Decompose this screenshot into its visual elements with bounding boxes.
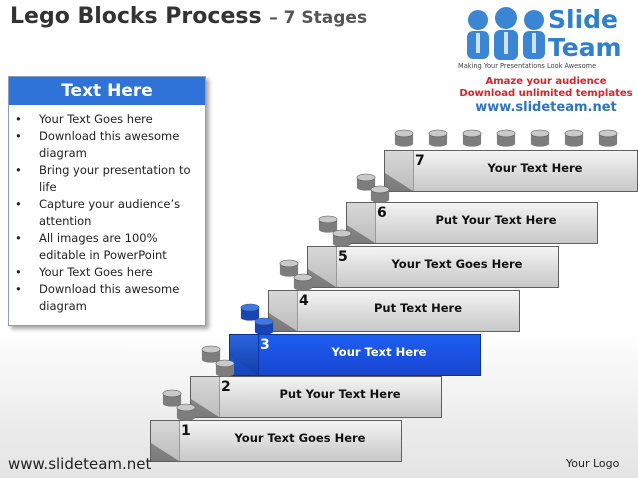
bullet-item: • Capture your audience’s attention xyxy=(13,196,199,230)
bullet-list: • Your Text Goes here • Download this awes… xyxy=(9,111,205,315)
bullet-marker: • xyxy=(15,197,22,211)
lego-stud xyxy=(240,303,260,321)
bullet-item: • Your Text Goes here xyxy=(13,111,199,128)
bullet-text: Capture your audience’s attention xyxy=(39,197,181,228)
stage-1-brick: 1 Your Text Goes Here xyxy=(150,420,402,462)
promo-url[interactable]: www.slideteam.net xyxy=(475,100,617,115)
lego-stud xyxy=(215,359,235,377)
lego-stud xyxy=(530,129,550,147)
stage-3-brick: 3 Your Text Here xyxy=(229,334,481,376)
bullet-text: Download this awesome diagram xyxy=(39,282,180,313)
bullet-text: Download this awesome diagram xyxy=(39,129,180,160)
logo-word-team: Team xyxy=(548,33,622,62)
bullet-item: • Download this awesome diagram xyxy=(13,281,199,315)
stage-label: Your Text Here xyxy=(487,161,583,175)
stage-label: Your Text Goes Here xyxy=(234,431,366,445)
text-panel: Text Here • Your Text Goes here • Download… xyxy=(8,76,206,326)
lego-stud xyxy=(496,129,516,147)
stage-2-brick: 2 Put Your Text Here xyxy=(190,376,442,418)
bullet-item: • All images are 100% editable in PowerPo… xyxy=(13,230,199,264)
lego-stud xyxy=(162,389,182,407)
stage-number: 1 xyxy=(181,423,191,439)
bullet-text: Bring your presentation to life xyxy=(39,163,191,194)
lego-stud xyxy=(394,129,414,147)
panel-heading: Text Here xyxy=(9,77,205,105)
lego-stud xyxy=(176,403,196,421)
lego-stud xyxy=(201,345,221,363)
slide-title: Lego Blocks Process – 7 Stages xyxy=(10,4,367,29)
logo-word-slide: Slide xyxy=(548,5,618,34)
lego-stud xyxy=(462,129,482,147)
bullet-text: Your Text Goes here xyxy=(39,265,153,279)
bullet-item: • Bring your presentation to life xyxy=(13,162,199,196)
title-main: Lego Blocks Process xyxy=(10,4,262,29)
bullet-marker: • xyxy=(15,163,22,177)
lego-stud xyxy=(332,229,352,247)
stage-label: Put Text Here xyxy=(373,301,463,315)
lego-stud xyxy=(428,129,448,147)
brick-face xyxy=(413,151,637,191)
bullet-marker: • xyxy=(15,129,22,143)
stage-number: 3 xyxy=(260,337,270,353)
lego-stud xyxy=(356,173,376,191)
lego-stud xyxy=(254,317,274,335)
stage-4-brick: 4 Put Text Here xyxy=(268,290,520,332)
lego-stud xyxy=(598,129,618,147)
bullet-marker: • xyxy=(15,112,22,126)
stage-number: 2 xyxy=(221,379,231,395)
stage-7-brick: 7 Your Text Here xyxy=(384,150,638,192)
stage-label: Put Your Text Here xyxy=(435,213,557,227)
lego-stud xyxy=(370,185,390,203)
stage-label: Your Text Here xyxy=(331,345,427,359)
people-icon xyxy=(467,7,545,60)
footer-logo-text: Your Logo xyxy=(566,457,620,470)
brick-face xyxy=(375,203,597,243)
bullet-item: • Your Text Goes here xyxy=(13,264,199,281)
stage-label: Put Your Text Here xyxy=(279,387,401,401)
bullet-marker: • xyxy=(15,231,22,245)
footer-url[interactable]: www.slideteam.net xyxy=(8,455,152,473)
stage-label: Your Text Goes Here xyxy=(391,257,523,271)
stage-number: 4 xyxy=(299,293,309,309)
bullet-text: All images are 100% editable in PowerPoi… xyxy=(39,231,167,262)
brick-face xyxy=(258,335,480,375)
lego-stud xyxy=(279,259,299,277)
brick-face xyxy=(219,377,441,417)
brick-face xyxy=(297,291,519,331)
bullet-marker: • xyxy=(15,265,22,279)
stage-6-brick: 6 Put Your Text Here xyxy=(346,202,598,244)
brick-face xyxy=(179,421,401,461)
title-sub: – 7 Stages xyxy=(269,8,368,28)
stage-number: 5 xyxy=(338,249,348,265)
lego-stud xyxy=(564,129,584,147)
promo-line-1: Amaze your audience xyxy=(485,76,607,87)
brick-side xyxy=(151,421,179,461)
bullet-marker: • xyxy=(15,282,22,296)
stage-number: 7 xyxy=(415,153,425,169)
stage-5-brick: 5 Your Text Goes Here xyxy=(307,246,559,288)
brick-face xyxy=(336,247,558,287)
lego-stud xyxy=(318,215,338,233)
bullet-text: Your Text Goes here xyxy=(39,112,153,126)
lego-stud xyxy=(293,273,313,291)
logo-tagline: Making Your Presentations Look Awesome xyxy=(458,62,597,70)
promo-line-2: Download unlimited templates xyxy=(459,88,633,99)
stage-number: 6 xyxy=(377,205,387,221)
bullet-item: • Download this awesome diagram xyxy=(13,128,199,162)
